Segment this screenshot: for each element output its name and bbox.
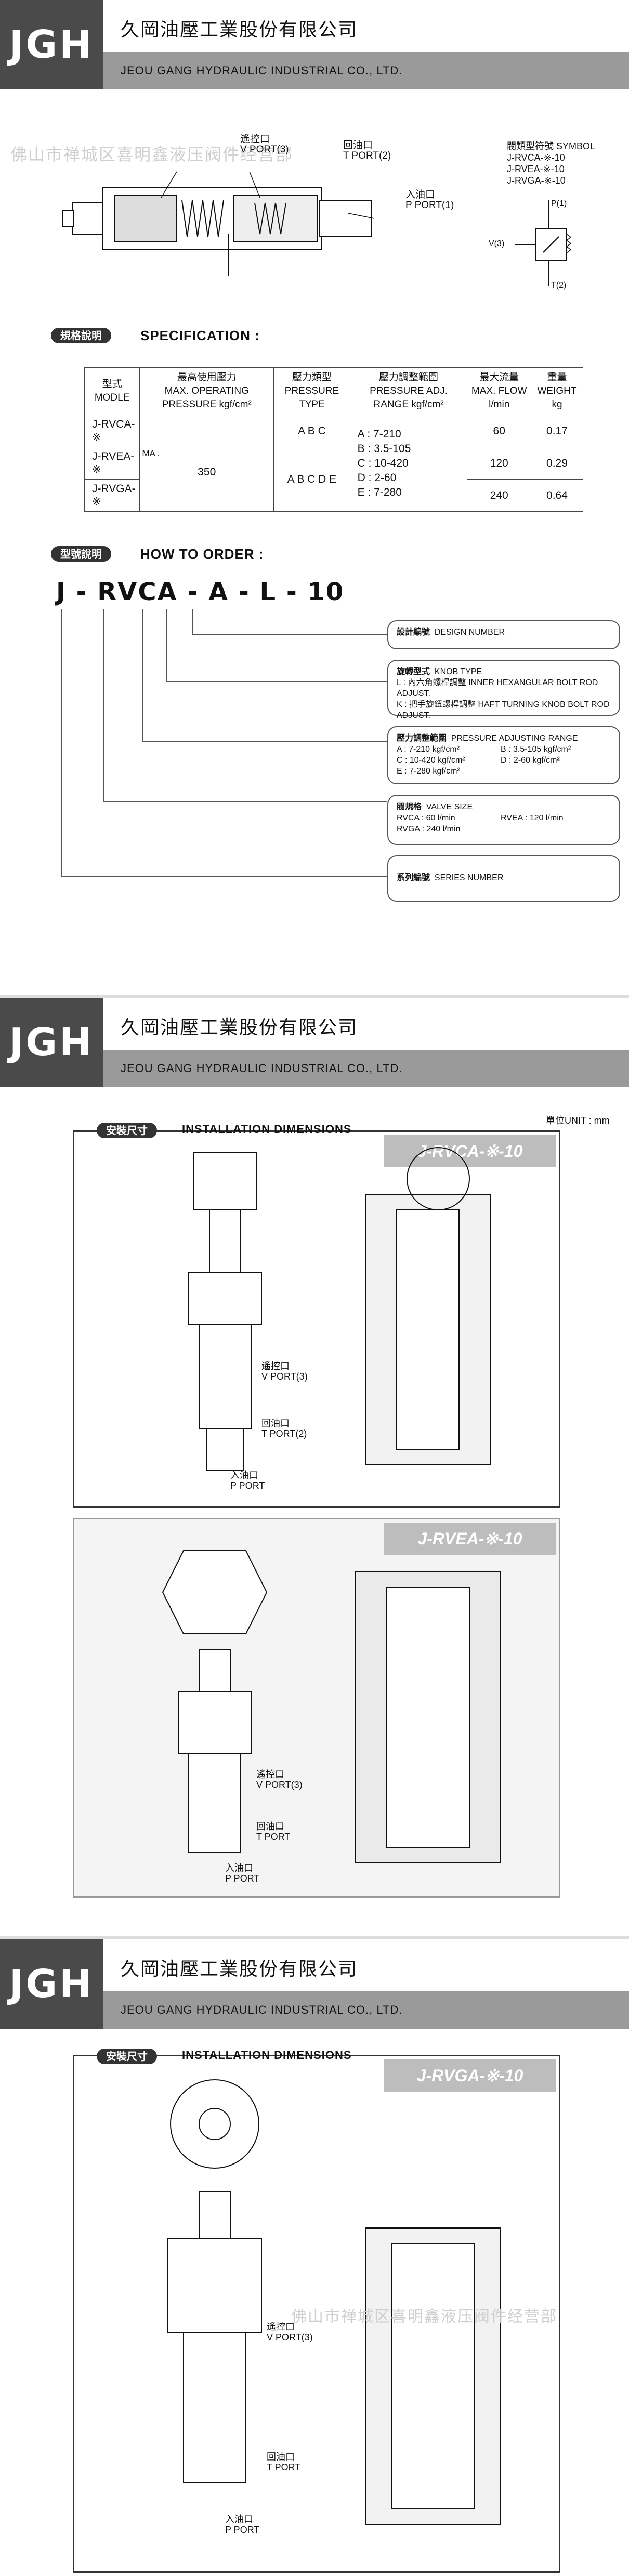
cell-model: J-RVGA-※ <box>84 479 140 512</box>
company-header: JGH 久岡油壓工業股份有限公司 JEOU GANG HYDRAULIC IND… <box>0 1939 629 2029</box>
rvga-title: J-RVGA-※-10 <box>384 2059 556 2092</box>
company-header: JGH 久岡油壓工業股份有限公司 JEOU GANG HYDRAULIC IND… <box>0 998 629 1087</box>
cell-weight: 0.17 <box>530 415 584 447</box>
order-design-box: 設計編號 DESIGN NUMBER <box>387 620 620 649</box>
order-knob-box: 旋轉型式 KNOB TYPE L : 內六角螺桿調整 INNER HEXANGU… <box>387 660 620 720</box>
company-name-en: JEOU GANG HYDRAULIC INDUSTRIAL CO., LTD. <box>121 1062 403 1075</box>
order-range-box: 壓力調整範圍 PRESSURE ADJUSTING RANGE A : 7-21… <box>387 726 620 784</box>
page-3: JGH 久岡油壓工業股份有限公司 JEOU GANG HYDRAULIC IND… <box>0 1936 629 2576</box>
symbol-t: T(2) <box>551 281 567 290</box>
cell-pressure: MA .350 <box>139 415 274 512</box>
cell-weight: 0.29 <box>530 447 584 480</box>
rvga-drawing <box>167 2079 501 2525</box>
order-title: HOW TO ORDER : <box>140 546 264 562</box>
cell-flow: 240 <box>467 479 531 512</box>
valve-section-drawing <box>62 171 375 276</box>
spec-title: SPECIFICATION : <box>140 328 260 343</box>
install-tag: 安裝尺寸 <box>97 1123 157 1138</box>
cell-model: J-RVCA-※ <box>84 415 140 447</box>
order-series-box: 系列編號 SERIES NUMBER <box>387 855 620 902</box>
page-1: JGH 久岡油壓工業股份有限公司 JEOU GANG HYDRAULIC IND… <box>0 0 629 982</box>
watermark: 佛山市禅城区喜明鑫液压阀件经营部 <box>10 145 294 164</box>
company-header: JGH 久岡油壓工業股份有限公司 JEOU GANG HYDRAULIC IND… <box>0 0 629 89</box>
symbol-v: V(3) <box>489 239 505 248</box>
cell-type: A B C D E <box>273 447 350 512</box>
company-logo: JGH <box>0 998 103 1087</box>
company-name-cn: 久岡油壓工業股份有限公司 <box>121 1959 358 1980</box>
hydraulic-symbol <box>515 200 572 286</box>
install-tag: 安裝尺寸 <box>97 2049 157 2064</box>
cell-model: J-RVEA-※ <box>84 447 140 480</box>
rvca-title: J-RVCA-※-10 <box>384 1135 556 1167</box>
cell-flow: 60 <box>467 415 531 447</box>
cell-type: A B C <box>273 415 350 447</box>
page-2: JGH 久岡油壓工業股份有限公司 JEOU GANG HYDRAULIC IND… <box>0 995 629 1927</box>
company-logo: JGH <box>0 1939 103 2029</box>
company-name-cn: 久岡油壓工業股份有限公司 <box>121 1017 358 1038</box>
cell-weight: 0.64 <box>530 479 584 512</box>
company-name-en: JEOU GANG HYDRAULIC INDUSTRIAL CO., LTD. <box>121 2003 403 2016</box>
install-title: INSTALLATION DIMENSIONS <box>182 1123 352 1136</box>
symbol-list: 閥類型符號 SYMBOL J-RVCA-※-10 J-RVEA-※-10 J-R… <box>507 141 596 186</box>
order-tag: 型號說明 <box>51 546 111 562</box>
watermark: 佛山市禅城区喜明鑫液压阀件经营部 <box>291 2308 557 2326</box>
unit-label: 單位UNIT : mm <box>546 1115 610 1126</box>
order-leader-lines <box>61 609 387 877</box>
rvca-drawing <box>188 1147 491 1471</box>
company-name-cn: 久岡油壓工業股份有限公司 <box>121 19 358 41</box>
company-name-en: JEOU GANG HYDRAULIC INDUSTRIAL CO., LTD. <box>121 64 403 77</box>
cell-flow: 120 <box>467 447 531 480</box>
symbol-p: P(1) <box>551 199 567 208</box>
spec-tag: 規格說明 <box>51 328 111 343</box>
rvea-title: J-RVEA-※-10 <box>384 1523 556 1555</box>
rvea-drawing <box>162 1550 501 1863</box>
company-logo: JGH <box>0 0 103 89</box>
install-title: INSTALLATION DIMENSIONS <box>182 2049 352 2062</box>
order-code: J - RVCA - A - L - 10 <box>56 577 345 607</box>
